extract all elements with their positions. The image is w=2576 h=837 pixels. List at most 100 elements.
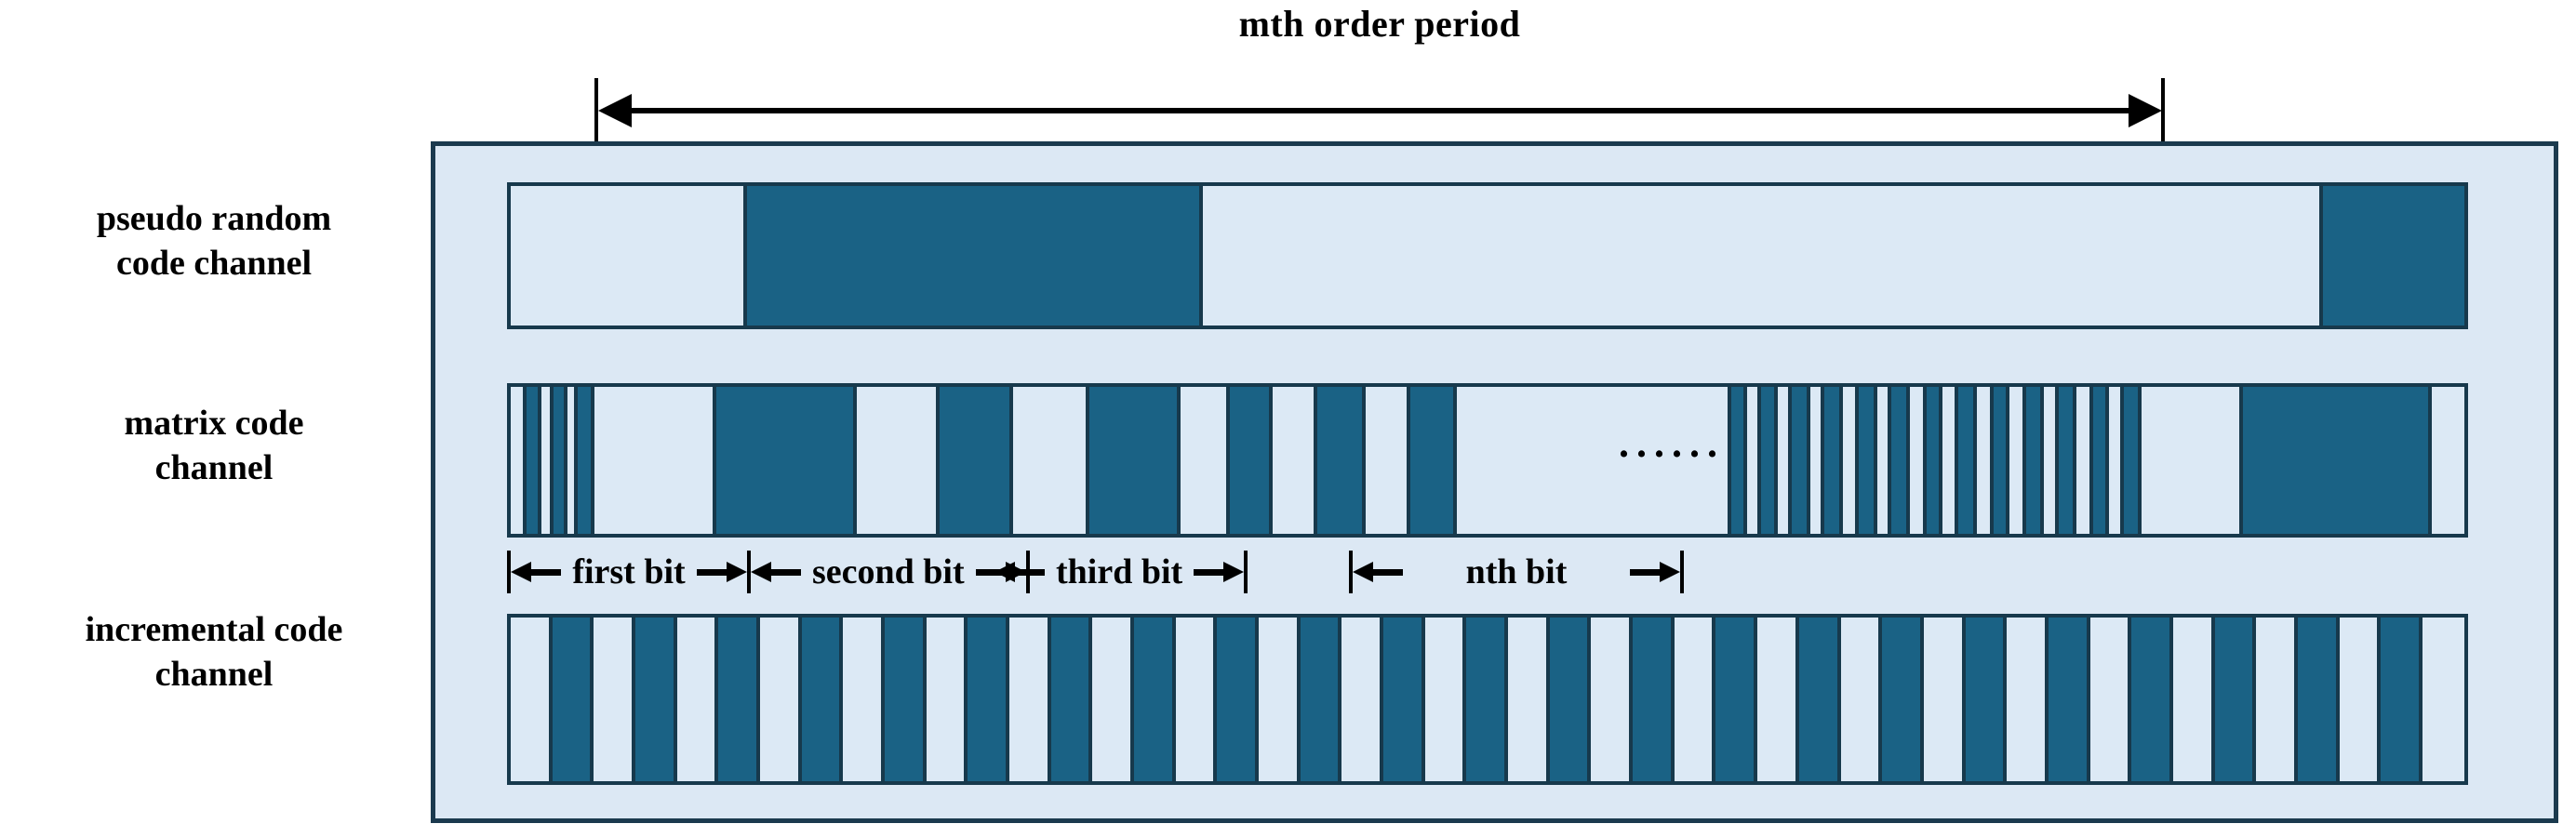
segment-light — [1910, 387, 1927, 534]
segment-light — [676, 618, 719, 781]
segment-light — [2339, 618, 2382, 781]
segment-light — [1977, 387, 1994, 534]
dimension-tick-right — [2161, 78, 2165, 143]
segment-dark — [1792, 387, 1810, 534]
segment-light — [1757, 618, 1799, 781]
label-line-1: incremental code — [85, 610, 343, 649]
segment-light — [594, 618, 636, 781]
segment-dark — [578, 387, 594, 534]
segment-dark — [1466, 618, 1509, 781]
segment-light — [1181, 387, 1230, 534]
segment-light — [1842, 387, 1860, 534]
bit-marker-nth-bit: nth bit — [1349, 543, 1684, 601]
bar-matrix-code-channel — [507, 383, 2468, 538]
segment-light — [2044, 387, 2059, 534]
segment-dark — [1882, 618, 1924, 781]
segment-light — [1456, 387, 1731, 534]
segment-light — [2009, 387, 2026, 534]
label-incremental-code-channel: incremental code channel — [9, 608, 419, 697]
segment-dark — [2297, 618, 2340, 781]
arrow-left-icon — [598, 94, 632, 127]
segment-dark — [1229, 387, 1273, 534]
period-dimension-arrow — [0, 0, 2576, 149]
label-line-1: matrix code — [124, 404, 304, 443]
segment-light — [2007, 618, 2049, 781]
segment-light — [1923, 618, 1966, 781]
segment-dark — [1958, 387, 1978, 534]
segment-light — [511, 618, 553, 781]
segment-light — [2076, 387, 2093, 534]
segment-light — [1366, 387, 1411, 534]
segment-light — [2089, 618, 2132, 781]
label-line-2: code channel — [115, 243, 313, 283]
segment-dark — [1715, 618, 1758, 781]
segment-dark — [940, 387, 1013, 534]
segment-dark — [715, 387, 857, 534]
segment-light — [1809, 387, 1825, 534]
bit-marker-label: nth bit — [1465, 552, 1568, 591]
segment-dark — [1316, 387, 1367, 534]
label-matrix-code-channel: matrix code channel — [9, 402, 419, 490]
segment-light — [1009, 618, 1051, 781]
segment-dark — [2048, 618, 2090, 781]
segment-dark — [1217, 618, 1260, 781]
segment-light — [594, 387, 716, 534]
segment-light — [1012, 387, 1089, 534]
segment-light — [1591, 618, 1634, 781]
label-line-1: pseudo random — [96, 199, 332, 238]
segment-dark — [552, 618, 594, 781]
ellipsis-marker: ...... — [1619, 420, 1725, 466]
segment-light — [2172, 618, 2215, 781]
segment-light — [1259, 618, 1301, 781]
arrow-left-icon — [994, 562, 1045, 582]
segment-dark — [2381, 618, 2423, 781]
segment-dark — [1824, 387, 1843, 534]
segment-dark — [968, 618, 1010, 781]
segment-dark — [747, 186, 1204, 326]
bar-pseudo-random-code-channel — [507, 182, 2468, 329]
arrow-left-icon — [1353, 562, 1403, 582]
bit-boundary-tick — [1349, 551, 1353, 593]
segment-light — [541, 387, 554, 534]
bit-boundary-tick — [747, 551, 751, 593]
arrow-left-icon — [751, 562, 801, 582]
segment-dark — [1050, 618, 1093, 781]
segment-dark — [2092, 387, 2110, 534]
dimension-line — [614, 108, 2149, 113]
segment-light — [1341, 618, 1384, 781]
segment-light — [2142, 387, 2244, 534]
segment-dark — [1859, 387, 1878, 534]
segment-light — [511, 387, 527, 534]
segment-dark — [2322, 186, 2464, 326]
segment-light — [1942, 387, 1959, 534]
segment-light — [2109, 387, 2124, 534]
segment-light — [856, 387, 941, 534]
segment-dark — [1134, 618, 1176, 781]
segment-light — [1747, 387, 1762, 534]
segment-light — [511, 186, 748, 326]
segment-dark — [801, 618, 844, 781]
segment-dark — [1300, 618, 1342, 781]
bit-marker-label: second bit — [812, 552, 965, 591]
segment-dark — [635, 618, 677, 781]
segment-light — [926, 618, 968, 781]
segment-dark — [2058, 387, 2077, 534]
segment-light — [1840, 618, 1883, 781]
segment-dark — [1410, 387, 1457, 534]
segment-light — [843, 618, 886, 781]
label-line-2: channel — [154, 447, 274, 487]
segment-light — [1674, 618, 1716, 781]
segment-dark — [2123, 387, 2142, 534]
bit-marker-label: third bit — [1056, 552, 1183, 591]
arrow-left-icon — [511, 562, 561, 582]
segment-light — [1777, 387, 1793, 534]
label-pseudo-random-code-channel: pseudo random code channel — [9, 197, 419, 286]
label-line-2: channel — [154, 654, 274, 694]
segment-light — [1508, 618, 1550, 781]
bit-boundary-tick — [507, 551, 511, 593]
segment-dark — [718, 618, 761, 781]
segment-light — [1092, 618, 1135, 781]
segment-dark — [2131, 618, 2173, 781]
